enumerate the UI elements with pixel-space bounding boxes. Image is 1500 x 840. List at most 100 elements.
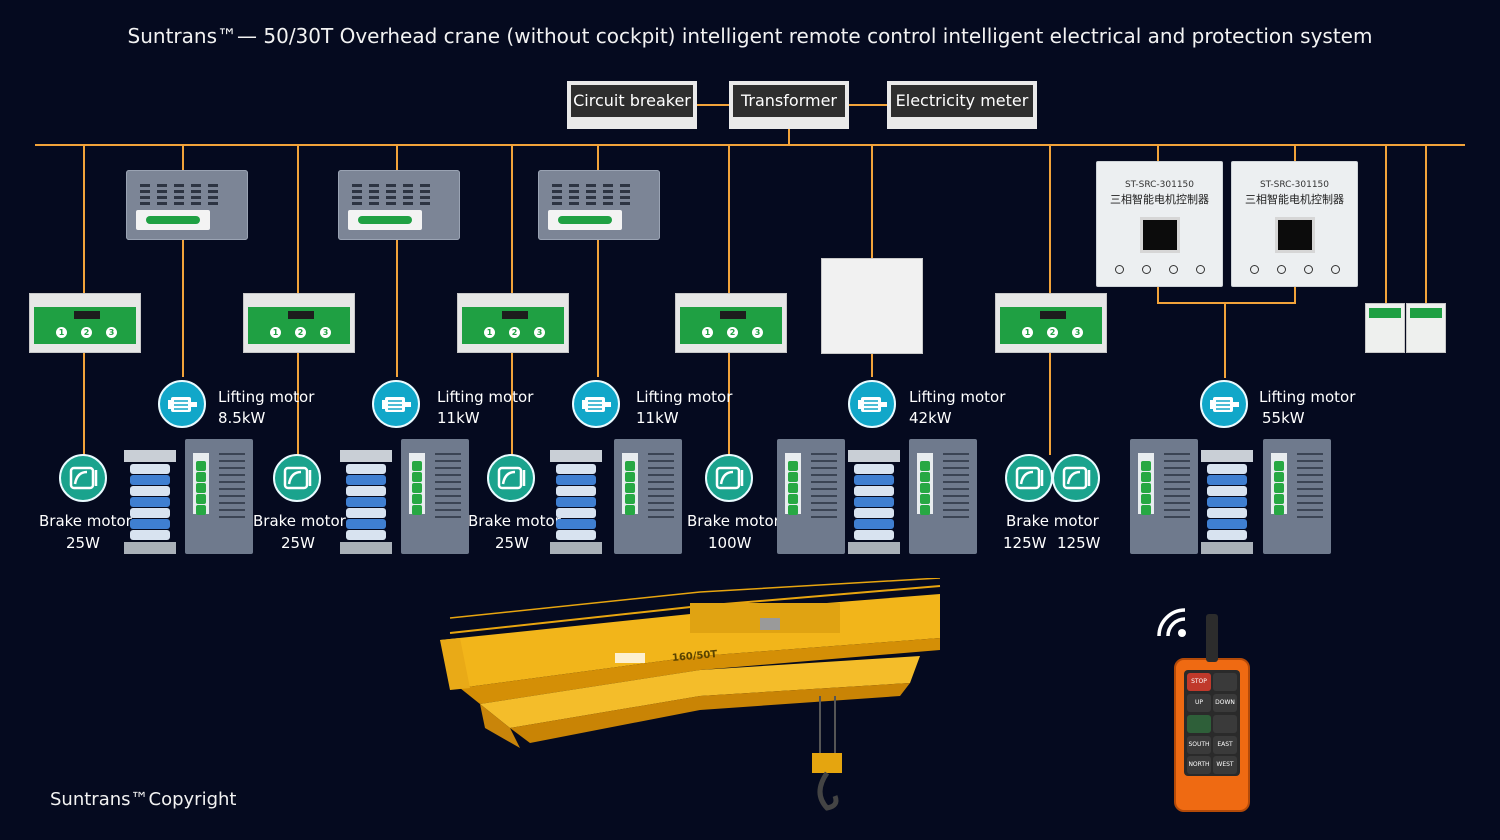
vent-slot xyxy=(157,184,167,187)
vent-slot xyxy=(369,196,379,199)
south-button[interactable]: SOUTH xyxy=(1187,736,1211,754)
vent-slot xyxy=(552,196,562,199)
vent-slot xyxy=(140,202,150,205)
module-button: 3 xyxy=(1072,327,1083,338)
panel-vent xyxy=(811,474,837,476)
panel-vent xyxy=(435,502,461,504)
vent-slot xyxy=(569,202,579,205)
controller-screen xyxy=(1140,217,1180,253)
control-panel xyxy=(614,439,682,554)
vent-slot xyxy=(386,196,396,199)
vent-slot xyxy=(403,202,413,205)
panel-vent xyxy=(1164,509,1190,511)
vent-slot xyxy=(569,190,579,193)
panel-vent xyxy=(1164,453,1190,455)
brake-motor-icon xyxy=(705,454,753,502)
panel-vent xyxy=(219,495,245,497)
panel-led xyxy=(788,494,798,504)
overhead-crane-image xyxy=(440,578,941,811)
relay-segment xyxy=(346,508,386,518)
relay-segment xyxy=(130,464,170,474)
electricity-meter-box: Electricity meter xyxy=(887,81,1037,129)
panel-vent xyxy=(435,460,461,462)
panel-led xyxy=(1141,483,1151,493)
relay-segment xyxy=(1207,530,1247,540)
panel-vent xyxy=(1297,488,1323,490)
panel-vent xyxy=(1297,481,1323,483)
relay-segment xyxy=(346,530,386,540)
wireless-signal-icon xyxy=(1157,608,1186,637)
protector-face xyxy=(548,210,622,230)
controller-name: 三相智能电机控制器 xyxy=(1110,193,1209,206)
circuit-breaker-box: Circuit breaker xyxy=(567,81,697,129)
panel-vent xyxy=(943,509,969,511)
panel-led xyxy=(920,494,930,504)
panel-vent xyxy=(435,453,461,455)
vent-slot xyxy=(603,196,613,199)
vent-slot xyxy=(620,184,630,187)
relay-segment xyxy=(1207,475,1247,485)
relay-segment xyxy=(854,497,894,507)
control-panel xyxy=(1263,439,1331,554)
panel-led xyxy=(1274,483,1284,493)
panel-vent xyxy=(1297,467,1323,469)
panel-vent xyxy=(648,509,674,511)
vent-slot xyxy=(174,190,184,193)
lifting-motor-icon xyxy=(848,380,896,428)
panel-led xyxy=(412,483,422,493)
vent-slot xyxy=(403,196,413,199)
relay-segment xyxy=(130,475,170,485)
vent-slot xyxy=(420,202,430,205)
up-button[interactable]: UP xyxy=(1187,694,1211,712)
vent-slot xyxy=(352,190,362,193)
panel-vent xyxy=(1297,509,1323,511)
lifting-motor-icon xyxy=(158,380,206,428)
brake-motor-label-3: Brake motor xyxy=(468,512,561,530)
relay-segment xyxy=(346,497,386,507)
brake-motor-power-4: 100W xyxy=(708,534,752,552)
down-button[interactable]: DOWN xyxy=(1213,694,1237,712)
panel-vent xyxy=(1164,495,1190,497)
east-button[interactable]: EAST xyxy=(1213,736,1237,754)
panel-vent xyxy=(811,509,837,511)
lifting-motor-power-3: 11kW xyxy=(636,409,679,427)
lifting-motor-power-4: 42kW xyxy=(909,409,952,427)
vent-slot xyxy=(620,202,630,205)
relay-segment xyxy=(130,497,170,507)
controller-model: ST-SRC-301150 xyxy=(1124,180,1195,190)
brake-motor-power-1: 25W xyxy=(66,534,100,552)
vent-slot xyxy=(403,184,413,187)
panel-vent xyxy=(1164,481,1190,483)
vent-slot xyxy=(369,190,379,193)
intelligent-motor-controller-1: ST-SRC-301150 三相智能电机控制器 xyxy=(1096,161,1223,287)
vent-slot xyxy=(208,190,218,193)
panel-vent xyxy=(435,509,461,511)
lifting-motor-label-4: Lifting motor xyxy=(909,388,1006,406)
protector-face xyxy=(136,210,210,230)
panel-vent xyxy=(943,453,969,455)
north-button[interactable]: NORTH xyxy=(1187,756,1211,774)
vent-slot xyxy=(191,202,201,205)
vent-slot xyxy=(552,202,562,205)
panel-vent xyxy=(811,495,837,497)
relay-segment xyxy=(1207,464,1247,474)
panel-vent xyxy=(219,453,245,455)
lifting-motor-label-2: Lifting motor xyxy=(437,388,534,406)
module-button: 2 xyxy=(509,327,520,338)
module-button: 2 xyxy=(727,327,738,338)
stop-button[interactable]: STOP xyxy=(1187,673,1211,691)
panel-vent xyxy=(943,467,969,469)
lifting-motor-icon xyxy=(572,380,620,428)
vent-slot xyxy=(586,184,596,187)
vent-slot xyxy=(140,190,150,193)
relay-segment xyxy=(130,519,170,529)
panel-led xyxy=(625,472,635,482)
relay-segment xyxy=(346,486,386,496)
panel-vent xyxy=(1297,516,1323,518)
panel-led xyxy=(196,461,206,471)
west-button[interactable]: WEST xyxy=(1213,756,1237,774)
